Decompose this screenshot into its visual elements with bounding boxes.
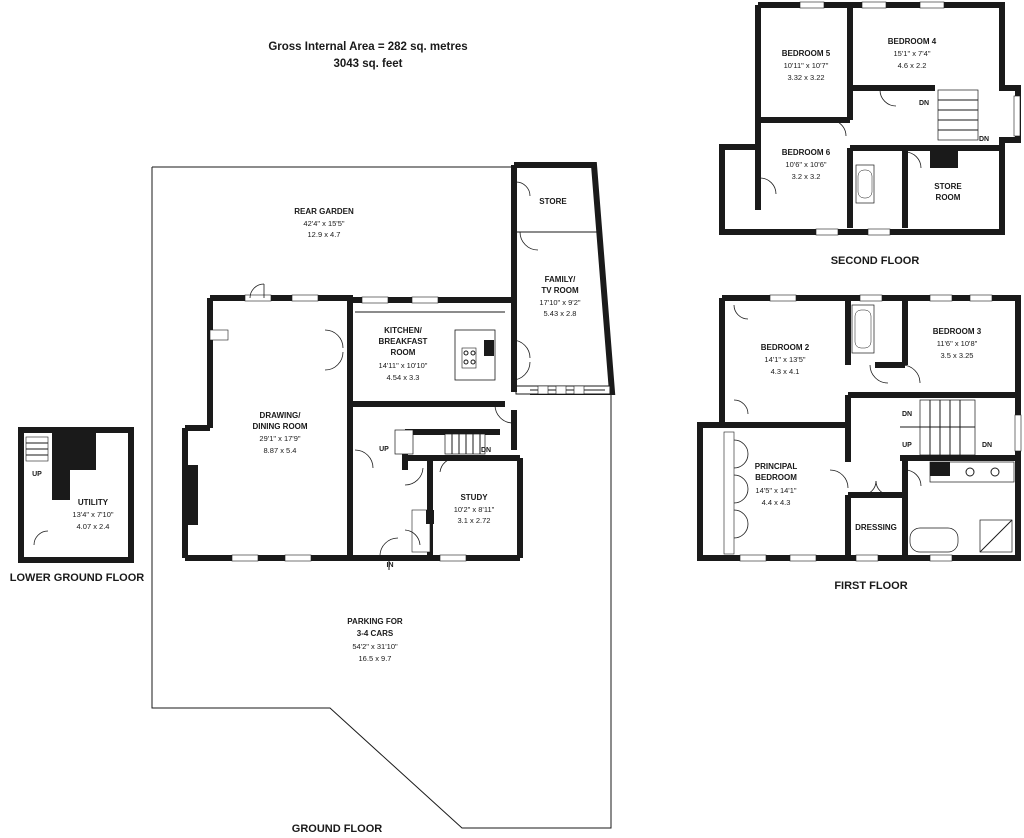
- bedroom2-imperial: 14'1" x 13'5": [764, 355, 805, 364]
- store-label: STORE: [539, 197, 567, 206]
- parking-imperial: 54'2" x 31'10": [352, 642, 398, 651]
- bedroom4-label: BEDROOM 4: [888, 37, 937, 46]
- kitchen-label-line3: ROOM: [391, 348, 416, 357]
- bedroom2-label: BEDROOM 2: [761, 343, 810, 352]
- first-dn-marker-1: DN: [902, 411, 912, 418]
- kitchen-imperial: 14'11" x 10'10": [379, 361, 428, 370]
- lower-ground-floor-plan: [18, 427, 134, 563]
- parking-metric: 16.5 x 9.7: [359, 654, 392, 663]
- bedroom6-metric: 3.2 x 3.2: [792, 172, 821, 181]
- bedroom3-imperial: 11'6" x 10'8": [937, 339, 978, 348]
- second-floor-title: SECOND FLOOR: [831, 255, 920, 267]
- rear-garden-metric: 12.9 x 4.7: [308, 230, 341, 239]
- principal-metric: 4.4 x 4.3: [762, 498, 791, 507]
- bedroom4-metric: 4.6 x 2.2: [898, 61, 927, 70]
- bedroom4-imperial: 15'1" x 7'4": [894, 49, 931, 58]
- bedroom6-imperial: 10'6" x 10'6": [785, 160, 826, 169]
- drawing-label-line1: DRAWING/: [260, 411, 302, 420]
- kitchen-label-line2: BREAKFAST: [379, 337, 428, 346]
- second-floor-plan: [719, 1, 1021, 236]
- bedroom3-label: BEDROOM 3: [933, 327, 982, 336]
- family-room-label-line1: FAMILY/: [545, 275, 577, 284]
- ground-up-marker: UP: [379, 446, 389, 453]
- parking-label-line1: PARKING FOR: [347, 617, 403, 626]
- principal-label-line1: PRINCIPAL: [755, 462, 798, 471]
- first-dn-marker-2: DN: [982, 442, 992, 449]
- bedroom6-label: BEDROOM 6: [782, 148, 831, 157]
- lower-up-marker: UP: [32, 471, 42, 478]
- bedroom5-imperial: 10'11" x 10'7": [784, 61, 829, 70]
- ground-floor-plan: [151, 162, 616, 829]
- kitchen-label-line1: KITCHEN/: [384, 326, 423, 335]
- family-room-label-line2: TV ROOM: [541, 286, 579, 295]
- entrance-marker: IN: [387, 562, 394, 569]
- drawing-imperial: 29'1" x 17'9": [259, 434, 300, 443]
- utility-imperial: 13'4" x 7'10": [72, 510, 113, 519]
- study-imperial: 10'2" x 8'11": [454, 505, 495, 514]
- kitchen-metric: 4.54 x 3.3: [387, 373, 420, 382]
- second-dn-marker-1: DN: [919, 100, 929, 107]
- first-up-marker: UP: [902, 442, 912, 449]
- drawing-label-line2: DINING ROOM: [252, 422, 307, 431]
- first-floor-title: FIRST FLOOR: [834, 580, 907, 592]
- parking-label-line2: 3-4 CARS: [357, 629, 394, 638]
- principal-imperial: 14'5" x 14'1": [755, 486, 796, 495]
- store-room-label-line2: ROOM: [936, 193, 961, 202]
- study-label: STUDY: [460, 493, 488, 502]
- study-metric: 3.1 x 2.72: [458, 516, 491, 525]
- dressing-label: DRESSING: [855, 523, 897, 532]
- bedroom2-metric: 4.3 x 4.1: [771, 367, 800, 376]
- store-room-label-line1: STORE: [934, 182, 962, 191]
- utility-label: UTILITY: [78, 498, 109, 507]
- gross-area-line1: Gross Internal Area = 282 sq. metres: [268, 41, 467, 53]
- bedroom3-metric: 3.5 x 3.25: [941, 351, 974, 360]
- utility-metric: 4.07 x 2.4: [77, 522, 110, 531]
- bedroom5-label: BEDROOM 5: [782, 49, 831, 58]
- family-room-metric: 5.43 x 2.8: [544, 309, 577, 318]
- second-dn-marker-2: DN: [979, 136, 989, 143]
- drawing-metric: 8.87 x 5.4: [264, 446, 297, 455]
- rear-garden-label: REAR GARDEN: [294, 207, 354, 216]
- rear-garden-imperial: 42'4" x 15'5": [303, 219, 344, 228]
- gross-area-line2: 3043 sq. feet: [333, 58, 402, 70]
- ground-floor-title: GROUND FLOOR: [292, 823, 382, 835]
- principal-label-line2: BEDROOM: [755, 473, 797, 482]
- site-boundary: [151, 167, 612, 829]
- bedroom5-metric: 3.32 x 3.22: [787, 73, 824, 82]
- first-floor-plan: [697, 294, 1022, 562]
- ground-dn-marker: DN: [481, 447, 491, 454]
- family-room-imperial: 17'10" x 9'2": [539, 298, 580, 307]
- lower-ground-floor-title: LOWER GROUND FLOOR: [10, 572, 144, 584]
